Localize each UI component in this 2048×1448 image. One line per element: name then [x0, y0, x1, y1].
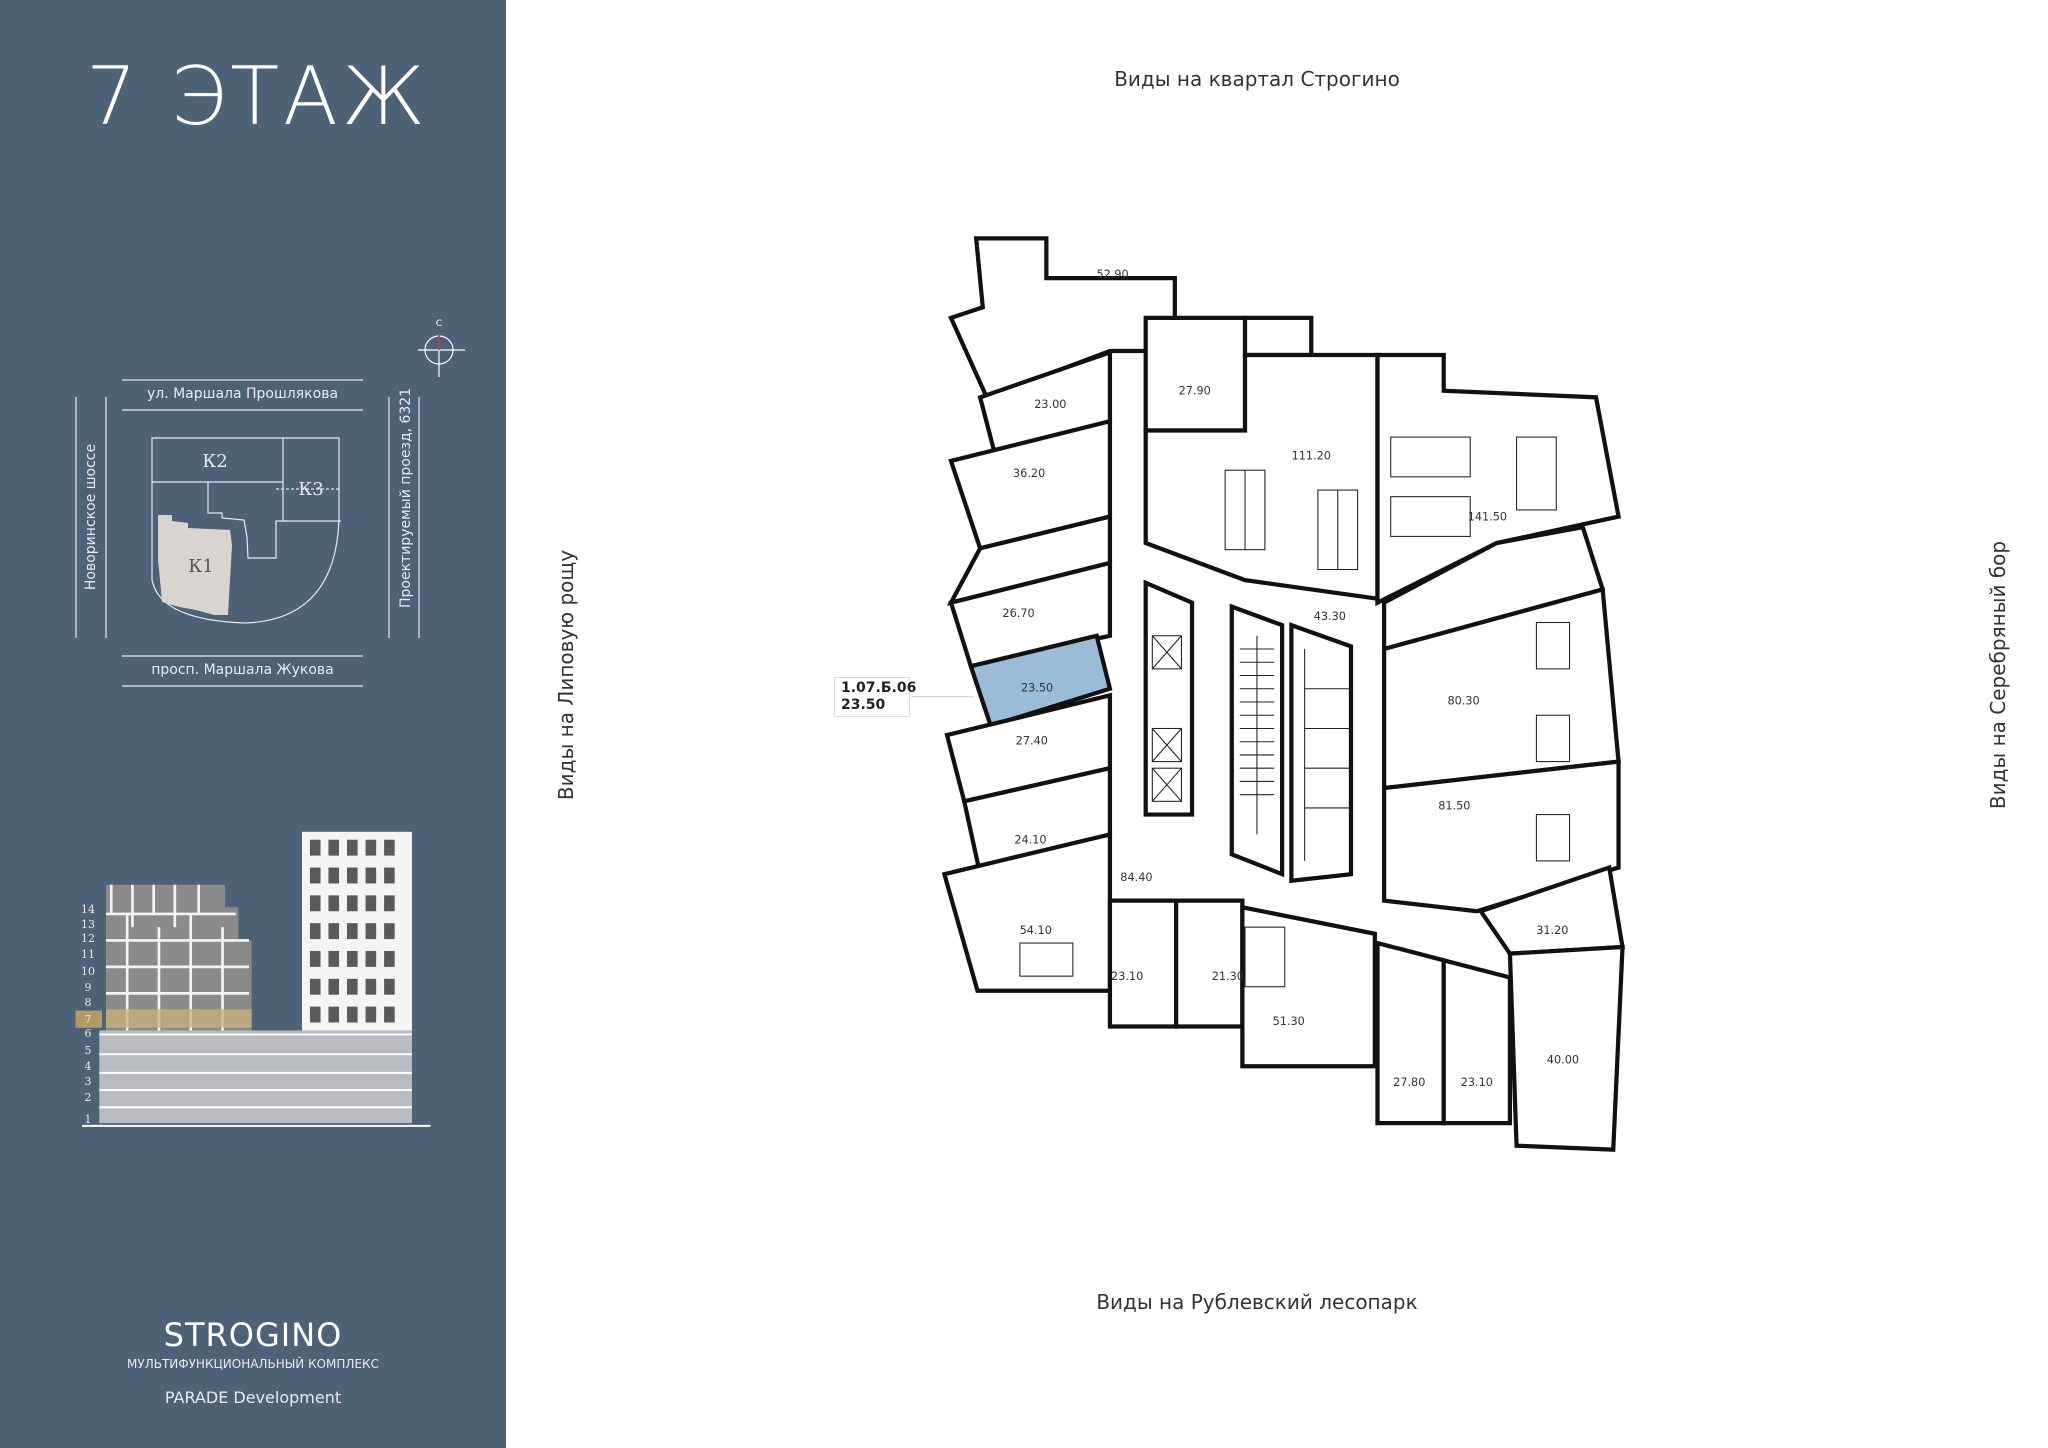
room[interactable]	[1143, 315, 1248, 433]
street-north-label: ул. Маршала Прошлякова	[146, 386, 339, 402]
room[interactable]	[1375, 352, 1622, 607]
room-area-label: 111.20	[1292, 450, 1331, 463]
floor-plan: 52.90 23.00 36.20 26.70 23.50 27.40 24.1…	[911, 236, 1625, 1152]
floor-number-list: 14 13 12 11 10 9 8 7 6 5 4 3 2 1	[81, 903, 95, 1126]
room-area-label: 23.10	[1111, 970, 1143, 983]
floor-number-selected[interactable]: 7	[85, 1013, 92, 1026]
floor-number[interactable]: 10	[81, 965, 95, 978]
room-area-label: 21.30	[1212, 970, 1244, 983]
floor-number[interactable]: 5	[85, 1044, 92, 1057]
floor-number[interactable]: 11	[81, 948, 95, 961]
selected-unit[interactable]	[968, 633, 1113, 729]
street-south-label: просп. Маршала Жукова	[151, 662, 334, 678]
room-area-label: 36.20	[1013, 467, 1045, 480]
room-area-label: 27.90	[1179, 385, 1211, 398]
info-sidebar	[0, 0, 506, 1448]
room[interactable]	[1507, 944, 1625, 1152]
room[interactable]	[1441, 957, 1513, 1126]
room-area-label: 27.80	[1393, 1076, 1425, 1089]
room[interactable]	[941, 831, 1113, 993]
selected-unit-id: 1.07.Б.06	[841, 680, 917, 696]
furniture	[1019, 436, 1571, 988]
room-area-label: 81.50	[1438, 799, 1470, 812]
room-area-label: 23.00	[1034, 398, 1066, 411]
floor-number[interactable]: 6	[85, 1027, 92, 1040]
room[interactable]	[1375, 940, 1446, 1126]
site-map	[75, 379, 420, 687]
k1-building-shape[interactable]	[158, 515, 232, 615]
view-north-label: Виды на квартал Строгино	[1114, 67, 1400, 91]
view-west-label: Виды на Липовую рощу	[554, 549, 578, 801]
brand-logo-name: STROGINO	[163, 1316, 343, 1354]
floor-number[interactable]: 13	[81, 918, 95, 931]
floor-number[interactable]: 8	[85, 996, 92, 1009]
floor-number[interactable]: 3	[85, 1075, 92, 1088]
room-area-label: 141.50	[1468, 511, 1507, 524]
selected-unit-callout[interactable]: 1.07.Б.06 23.50	[834, 677, 917, 717]
room-area-label: 26.70	[1002, 607, 1034, 620]
building-k3-label: К3	[298, 479, 323, 500]
floor-title: 7 ЭТАЖ	[86, 50, 429, 143]
room-area-label: 31.20	[1536, 924, 1568, 937]
street-east-label: Проектируемый проезд, 6321	[398, 387, 414, 608]
room-area-label: 80.30	[1447, 695, 1479, 708]
developer-name: PARADE Development	[164, 1388, 342, 1407]
room-area-label: 52.90	[1096, 268, 1128, 281]
room-area-label: 51.30	[1273, 1015, 1305, 1028]
room[interactable]	[1107, 898, 1179, 1029]
selected-unit-area: 23.50	[841, 697, 886, 713]
elevator-icon	[1151, 635, 1182, 802]
floor-number[interactable]: 12	[81, 932, 95, 945]
stairs-icon	[1239, 635, 1275, 835]
floor-number[interactable]: 4	[85, 1060, 92, 1073]
floor-number[interactable]: 2	[85, 1091, 92, 1104]
view-east-label: Виды на Серебряный бор	[1986, 540, 2010, 810]
room-area-label: 40.00	[1547, 1054, 1579, 1067]
view-south-label: Виды на Рублевский лесопарк	[1096, 1290, 1418, 1314]
brand-subtitle: МУЛЬТИФУНКЦИОНАЛЬНЫЙ КОМПЛЕКС	[127, 1357, 379, 1371]
restroom-stalls	[1304, 649, 1351, 861]
room-area-label: 54.10	[1020, 924, 1052, 937]
room-area-label: 23.50	[1021, 681, 1053, 694]
room	[1242, 315, 1314, 358]
floor-number[interactable]: 9	[85, 981, 92, 994]
building-elevation	[75, 831, 431, 1127]
room-area-label: 43.30	[1314, 610, 1346, 623]
building-k1-label: К1	[188, 556, 213, 577]
room-area-label: 27.40	[1016, 734, 1048, 747]
room-area-label: 23.10	[1461, 1076, 1493, 1089]
building-k2-label: К2	[202, 451, 227, 472]
compass-icon	[418, 333, 465, 377]
compass-north-label: С	[436, 319, 442, 329]
room[interactable]	[1174, 898, 1245, 1029]
room[interactable]	[1240, 904, 1377, 1069]
room-area-label: 24.10	[1014, 834, 1046, 847]
room-area-label: 84.40	[1120, 871, 1152, 884]
room[interactable]	[948, 236, 1177, 401]
floor-number[interactable]: 1	[85, 1113, 92, 1126]
floor-number[interactable]: 14	[81, 903, 95, 916]
restroom-block	[1289, 622, 1354, 884]
street-west-label: Новоринское шоссе	[83, 443, 99, 591]
